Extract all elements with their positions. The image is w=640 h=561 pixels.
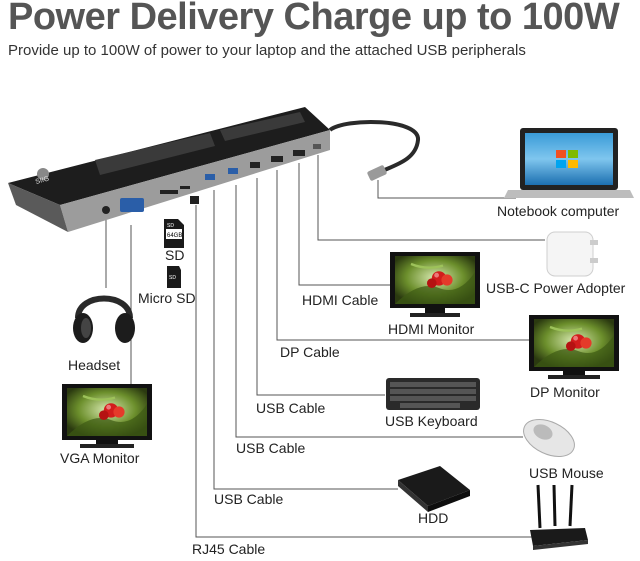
microsd-label: Micro SD bbox=[138, 290, 196, 306]
connection-lines bbox=[105, 155, 545, 538]
dp-monitor-icon bbox=[529, 315, 619, 379]
power-adapter-icon bbox=[546, 231, 598, 277]
power-line bbox=[317, 155, 545, 241]
hdmi-cable-label: HDMI Cable bbox=[302, 292, 379, 308]
page-subtitle: Provide up to 100W of power to your lapt… bbox=[8, 42, 526, 59]
hdd-label: HDD bbox=[418, 510, 449, 526]
dp-cable-label: DP Cable bbox=[280, 344, 340, 360]
notebook-line bbox=[377, 180, 516, 199]
hdd-icon bbox=[398, 466, 470, 512]
notebook-label: Notebook computer bbox=[497, 203, 620, 219]
headset-icon bbox=[73, 295, 135, 343]
usb-mouse-line bbox=[235, 185, 523, 438]
sd-label: SD bbox=[165, 247, 185, 263]
dp-line bbox=[276, 170, 534, 341]
sd-card-icon: SD 64GB bbox=[164, 219, 184, 248]
usbc-cable bbox=[328, 120, 420, 174]
hdmi-line bbox=[298, 163, 390, 286]
headset-label: Headset bbox=[68, 357, 121, 373]
sd-card-capacity: 64GB bbox=[167, 233, 182, 239]
usb-hdd-line bbox=[213, 190, 398, 490]
usb-cable-hdd-label: USB Cable bbox=[214, 491, 284, 507]
rj45-cable-label: RJ45 Cable bbox=[192, 541, 266, 557]
router-icon bbox=[530, 484, 588, 550]
keyboard-icon bbox=[386, 378, 480, 410]
usb-keyboard-line bbox=[256, 178, 385, 396]
power-adapter-label: USB-C Power Adopter bbox=[486, 280, 626, 296]
microsd-card-icon: SD bbox=[167, 266, 181, 288]
dp-monitor-label: DP Monitor bbox=[530, 384, 600, 400]
usb-mouse-label: USB Mouse bbox=[529, 465, 604, 481]
usb-keyboard-label: USB Keyboard bbox=[385, 413, 478, 429]
rj45-line bbox=[195, 205, 538, 538]
usb-cable-keyboard-label: USB Cable bbox=[256, 400, 326, 416]
page-title: Power Delivery Charge up to 100W bbox=[8, 0, 620, 38]
hdmi-monitor-label: HDMI Monitor bbox=[388, 321, 475, 337]
vga-monitor-icon bbox=[62, 384, 152, 448]
usbc-plug bbox=[367, 165, 387, 181]
mouse-icon bbox=[523, 419, 575, 457]
docking-station bbox=[8, 107, 330, 232]
usb-cable-mouse-label: USB Cable bbox=[236, 440, 306, 456]
hdmi-monitor-icon bbox=[390, 252, 480, 317]
vga-monitor-label: VGA Monitor bbox=[60, 450, 140, 466]
microsd-card-badge: SD bbox=[169, 275, 176, 281]
dock-brand-text: SIIG bbox=[35, 176, 50, 186]
notebook-icon bbox=[504, 128, 634, 198]
sd-card-badge: SD bbox=[167, 223, 174, 229]
